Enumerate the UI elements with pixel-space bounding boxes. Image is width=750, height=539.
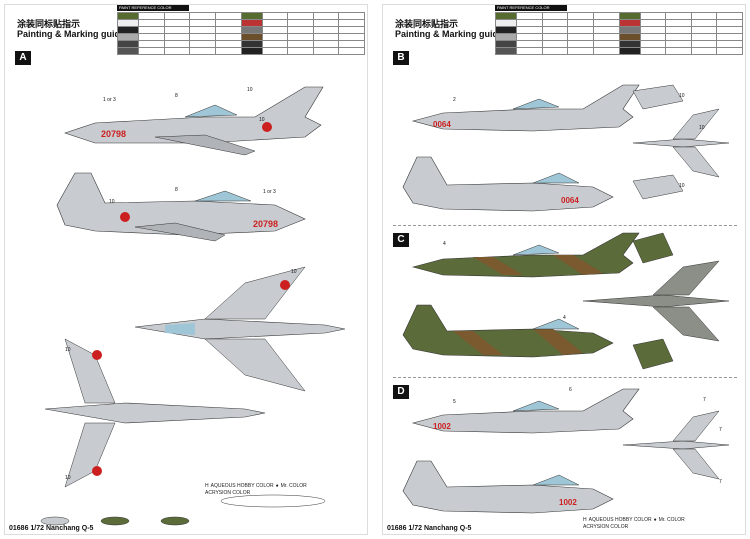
callout-number: 10 (259, 117, 265, 123)
aircraft-serial: 1002 (559, 498, 577, 507)
callout-number: 10 (65, 475, 71, 481)
color-swatch (495, 47, 517, 55)
color-swatch (117, 47, 139, 55)
aircraft-side-profile-camo (402, 304, 614, 358)
legend-label: ACRYSION COLOR (205, 490, 251, 496)
color-swatch (240, 47, 263, 55)
aircraft-illustrations-bcd: 0064 0064 (402, 84, 730, 514)
callout-number: 8 (175, 187, 178, 193)
aircraft-side-profile: 1002 (411, 388, 640, 434)
callout-number: 2 (453, 97, 456, 103)
painting-guide-page-right: 涂装同标贴指示 Painting & Marking guide PAINT R… (382, 4, 746, 535)
aircraft-side-profile-camo (411, 232, 640, 278)
legend-label: AQUEOUS HOBBY COLOR (588, 517, 652, 523)
legend-label: Mr. COLOR (280, 483, 307, 489)
callout-number: 5 (453, 399, 456, 405)
callout-number: 10 (291, 269, 297, 275)
aircraft-serial: 0064 (561, 196, 579, 205)
section-marker-b: B (393, 51, 409, 65)
section-marker-a: A (15, 51, 31, 65)
callout-number: 4 (563, 315, 566, 321)
guide-title: Painting & Marking guide (17, 29, 126, 39)
color-table-title: PAINT REFERENCE COLOR (495, 5, 567, 11)
aircraft-serial: 20798 (253, 219, 278, 229)
section-marker-d: D (393, 385, 409, 399)
legend-key: H (205, 483, 209, 489)
aircraft-side-profile: 0064 (402, 156, 614, 212)
paint-reference-table (117, 12, 365, 55)
aircraft-bottom-view (44, 338, 266, 488)
table-row (117, 47, 365, 55)
guide-title-chinese: 涂装同标贴指示 (17, 19, 81, 29)
color-legend: H AQUEOUS HOBBY COLOR ● Mr. COLOR ACRYSI… (205, 483, 307, 497)
legend-item: ACRYSION COLOR (205, 490, 307, 497)
callout-number: 7 (719, 479, 722, 485)
callout-number: 7 (703, 397, 706, 403)
aircraft-serial: 1002 (433, 422, 451, 431)
paint-reference-table (495, 12, 743, 55)
legend-item: ACRYSION COLOR (583, 524, 685, 531)
callout-number: 1 or 3 (263, 189, 276, 195)
external-stores (40, 494, 326, 526)
callout-number: 1 or 3 (103, 97, 116, 103)
aircraft-side-profile: 0064 (411, 84, 640, 132)
section-divider (393, 225, 737, 226)
callout-number: 6 (569, 387, 572, 393)
aircraft-illustrations-a: 20798 20798 (40, 86, 346, 526)
callout-number: 10 (247, 87, 253, 93)
legend-label: AQUEOUS HOBBY COLOR (210, 483, 274, 489)
color-table-title: PAINT REFERENCE COLOR (117, 5, 189, 11)
callout-number: 10 (109, 199, 115, 205)
callout-number: 8 (175, 93, 178, 99)
legend-label: ACRYSION COLOR (583, 524, 629, 530)
aircraft-side-profile: 20798 (56, 172, 306, 242)
aircraft-serial: 0064 (433, 120, 451, 129)
aircraft-side-profile: 20798 (64, 86, 324, 156)
table-row (495, 47, 743, 55)
callout-number: 10 (679, 183, 685, 189)
guide-title: Painting & Marking guide (395, 29, 504, 39)
guide-title-chinese: 涂装同标贴指示 (395, 19, 459, 29)
aircraft-top-view (632, 84, 730, 200)
aircraft-top-view (622, 410, 730, 480)
legend-key: ● (653, 517, 657, 523)
callout-number: 7 (719, 427, 722, 433)
legend-item: H AQUEOUS HOBBY COLOR ● Mr. COLOR (583, 517, 685, 524)
aircraft-serial: 20798 (101, 129, 126, 139)
legend-key: ● (275, 483, 279, 489)
color-legend: H AQUEOUS HOBBY COLOR ● Mr. COLOR ACRYSI… (583, 517, 685, 531)
aircraft-top-view (582, 232, 730, 370)
page-footer: 01686 1/72 Nanchang Q-5 (9, 525, 94, 532)
callout-number: 4 (443, 241, 446, 247)
legend-key: H (583, 517, 587, 523)
legend-label: Mr. COLOR (658, 517, 685, 523)
color-swatch (618, 47, 641, 55)
callout-number: 10 (65, 347, 71, 353)
section-divider (393, 377, 737, 378)
page-footer: 01686 1/72 Nanchang Q-5 (387, 525, 472, 532)
callout-number: 10 (699, 125, 705, 131)
painting-guide-page-left: 涂装同标贴指示 Painting & Marking guide PAINT R… (4, 4, 368, 535)
legend-item: H AQUEOUS HOBBY COLOR ● Mr. COLOR (205, 483, 307, 490)
aircraft-side-profile: 1002 (402, 460, 614, 514)
section-marker-c: C (393, 233, 409, 247)
callout-number: 10 (679, 93, 685, 99)
aircraft-top-view (134, 266, 346, 392)
